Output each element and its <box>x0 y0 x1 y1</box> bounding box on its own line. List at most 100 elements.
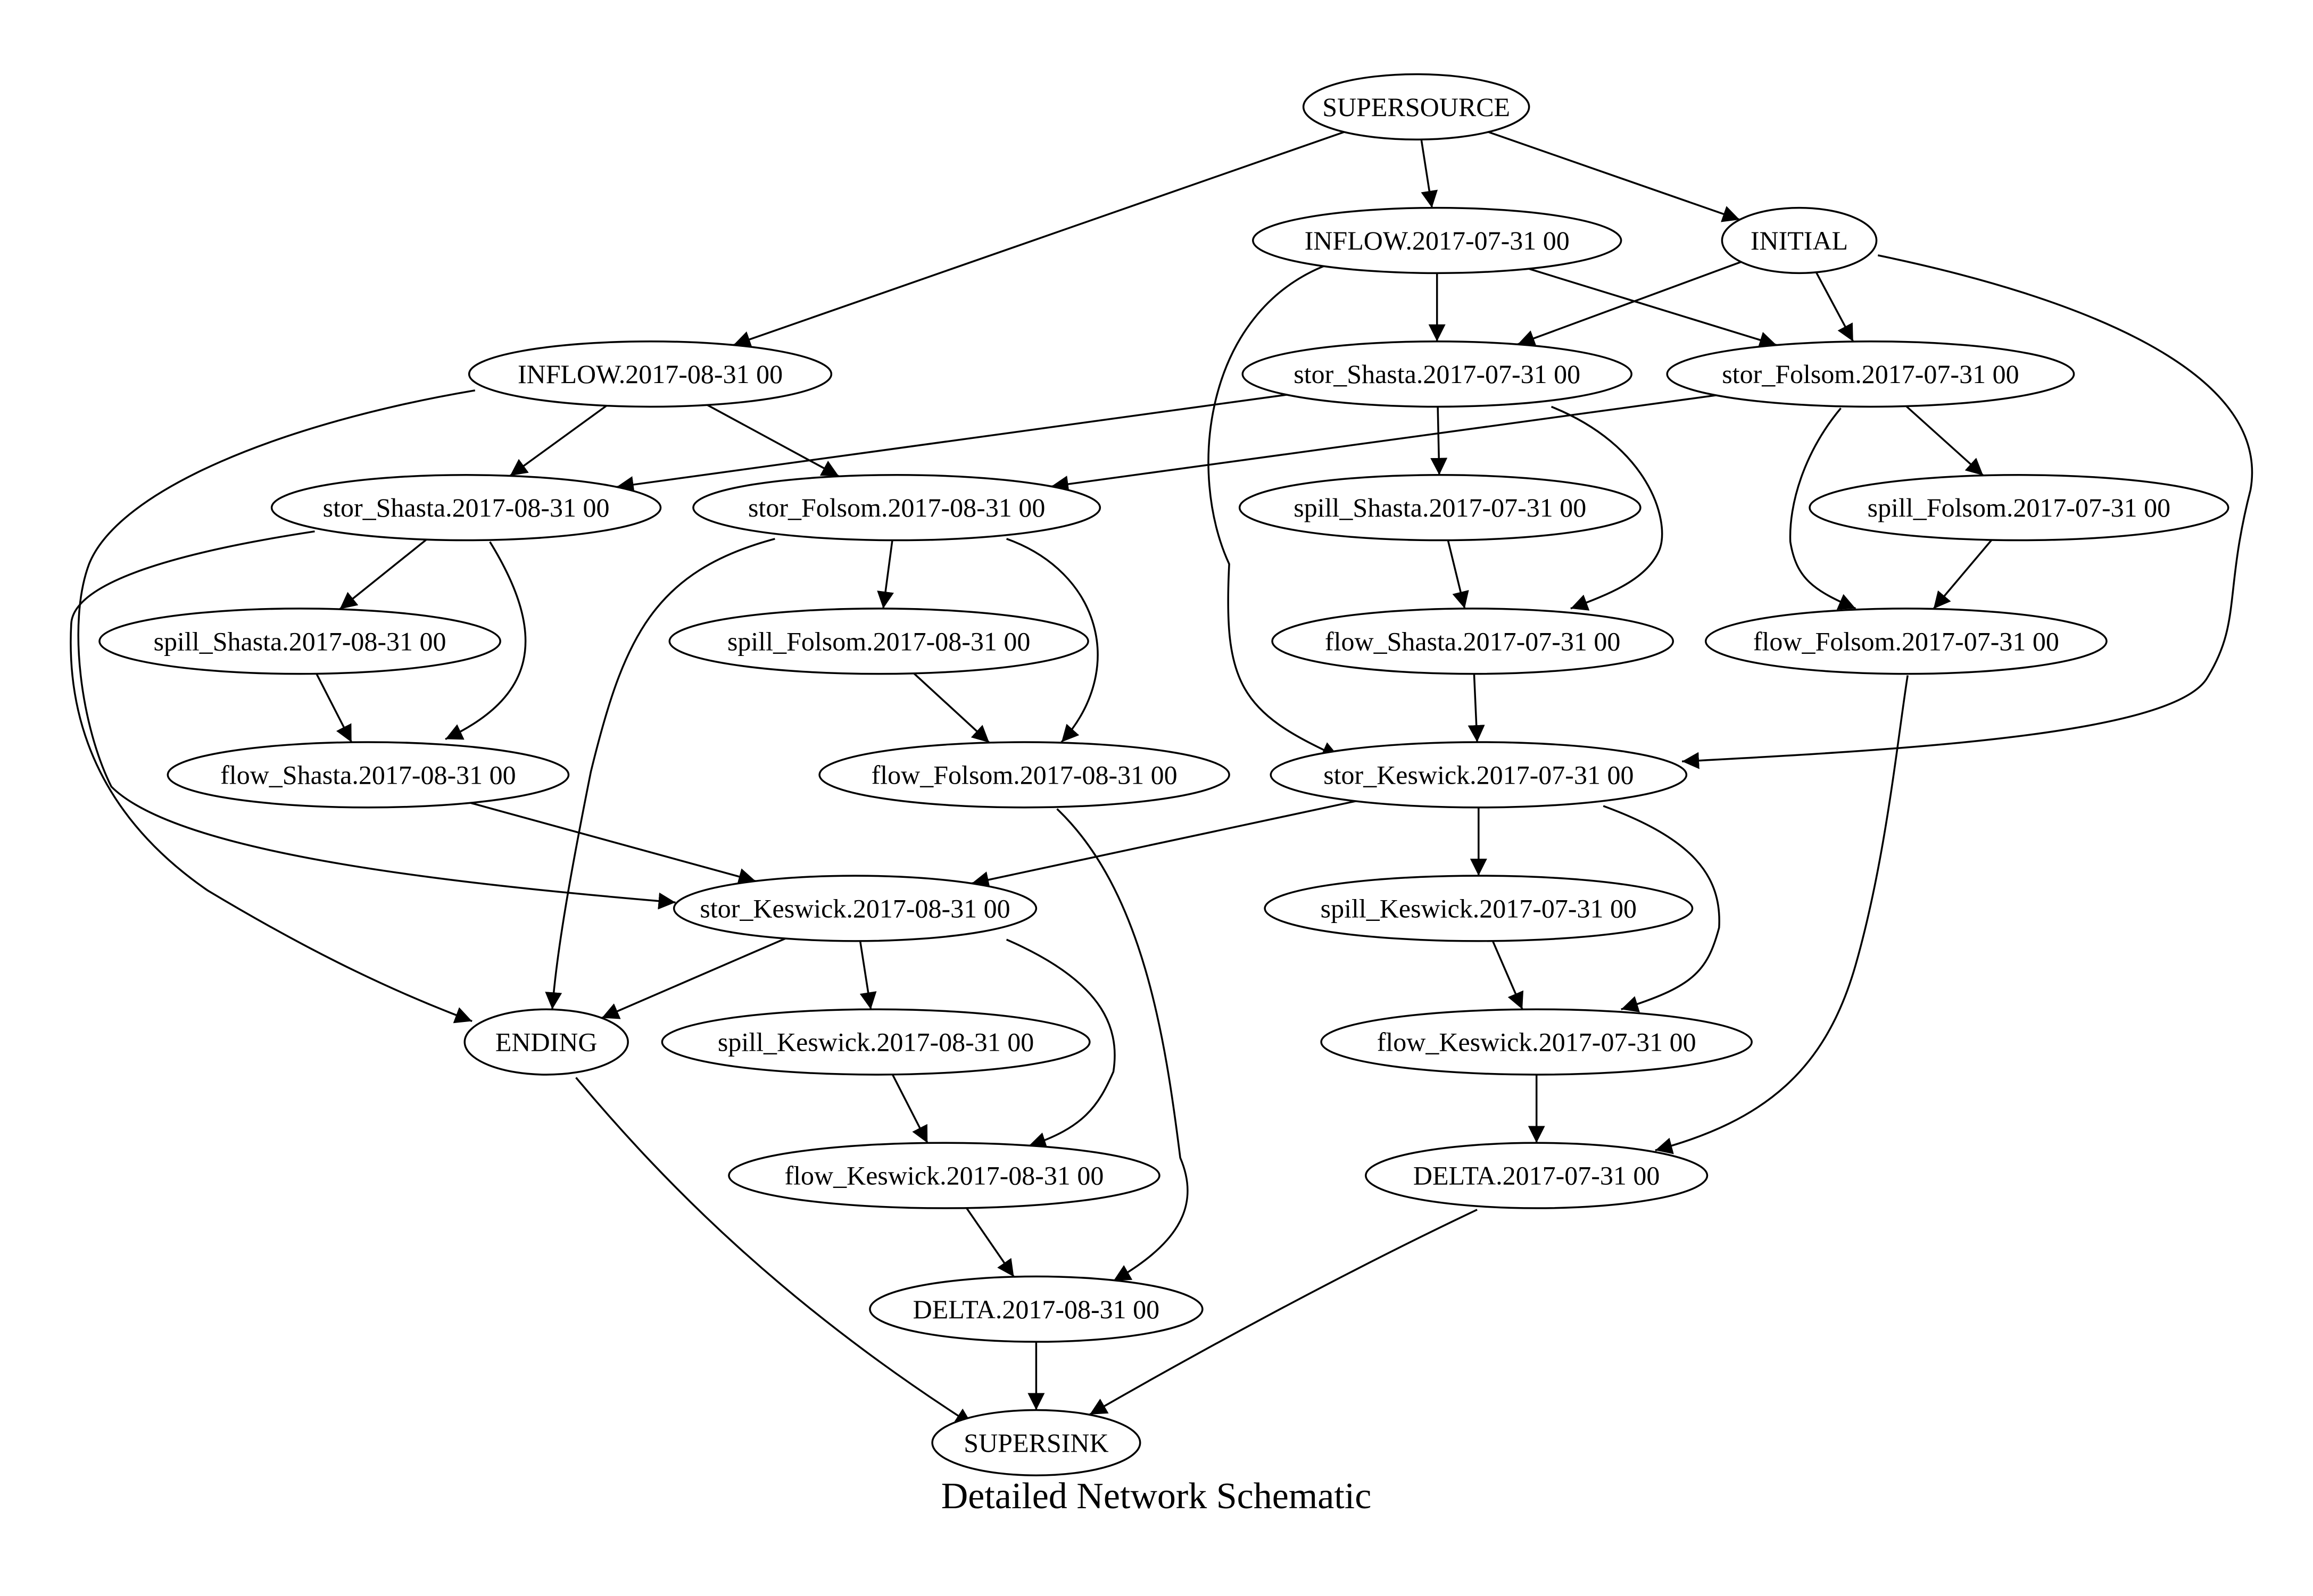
edge-inflow-07-to-stor-folsom-07 <box>1528 268 1777 348</box>
edge-supersource-to-inflow-08 <box>733 131 1345 348</box>
edge <box>1468 674 1485 743</box>
edge-spill-folsom-07-to-flow-folsom-07 <box>1933 539 1993 610</box>
node-spill-keswick-08: spill_Keswick.2017-08-31 00 <box>661 1008 1091 1076</box>
node-shape <box>463 1008 629 1076</box>
edge <box>1420 139 1438 208</box>
node-shape <box>1320 1008 1753 1076</box>
node-label: spill_Keswick.2017-08-31 00 <box>718 1027 1034 1057</box>
node-label: spill_Shasta.2017-08-31 00 <box>154 626 446 656</box>
edge-ending-to-supersink <box>575 1077 973 1426</box>
edge-stor-keswick-07-to-flow-keswick-07 <box>1603 805 1720 1012</box>
edge <box>1933 539 1993 610</box>
node-label: spill_Keswick.2017-07-31 00 <box>1321 893 1637 923</box>
edge <box>545 538 775 1010</box>
node-shape <box>468 340 833 408</box>
edge-spill-shasta-08-to-flow-shasta-08 <box>316 673 353 743</box>
node-label: flow_Shasta.2017-08-31 00 <box>220 760 516 789</box>
node-shape <box>1238 474 1642 542</box>
edge-spill-shasta-07-to-flow-shasta-07 <box>1447 540 1469 609</box>
edge <box>1056 808 1189 1282</box>
node-supersink: SUPERSINK <box>931 1409 1141 1477</box>
node-shape <box>1270 741 1688 809</box>
edge <box>1488 131 1740 222</box>
node-shape <box>1365 1142 1709 1209</box>
node-label: stor_Keswick.2017-07-31 00 <box>1323 760 1634 789</box>
edge <box>971 800 1356 888</box>
node-label: ENDING <box>495 1027 598 1057</box>
edge <box>733 131 1345 348</box>
node-delta-07: DELTA.2017-07-31 00 <box>1365 1142 1709 1209</box>
edge-flow-folsom-07-to-delta-07 <box>1655 675 1909 1154</box>
edge <box>1006 938 1116 1149</box>
node-shape <box>668 608 1089 675</box>
diagram-title: Detailed Network Schematic <box>941 1476 1372 1517</box>
node-label: flow_Folsom.2017-07-31 00 <box>1753 626 2059 656</box>
edge-stor-shasta-07-to-spill-shasta-07 <box>1430 406 1448 475</box>
edge <box>707 404 840 477</box>
node-label: flow_Folsom.2017-08-31 00 <box>872 760 1178 789</box>
node-label: DELTA.2017-07-31 00 <box>1413 1161 1660 1191</box>
edge-flow-shasta-08-to-stor-keswick-08 <box>470 802 756 885</box>
edge-spill-keswick-07-to-flow-keswick-07 <box>1491 941 1524 1010</box>
edge <box>70 530 472 1024</box>
node-inflow-08: INFLOW.2017-08-31 00 <box>468 340 833 408</box>
node-shape <box>1252 206 1622 275</box>
node-label: DELTA.2017-08-31 00 <box>913 1294 1160 1324</box>
node-shape <box>1666 340 2075 408</box>
node-flow-folsom-08: flow_Folsom.2017-08-31 00 <box>818 741 1230 809</box>
node-ending: ENDING <box>463 1008 629 1076</box>
node-shape <box>869 1275 1204 1343</box>
node-shape <box>1809 474 2229 542</box>
edge <box>1682 254 2253 769</box>
edge <box>601 937 786 1019</box>
node-label: stor_Keswick.2017-08-31 00 <box>700 893 1010 923</box>
node-shape <box>673 875 1038 942</box>
edge-initial-to-stor-shasta-07 <box>1517 261 1742 347</box>
edge <box>77 389 676 910</box>
node-label: stor_Folsom.2017-08-31 00 <box>748 493 1045 522</box>
edge-stor-shasta-08-to-ending <box>70 530 472 1024</box>
node-label: INFLOW.2017-07-31 00 <box>1305 226 1570 255</box>
edge <box>1430 406 1448 475</box>
edge <box>1603 805 1720 1012</box>
edge-stor-shasta-07-to-stor-shasta-08 <box>616 394 1287 493</box>
node-shape <box>1302 73 1530 141</box>
edge <box>316 673 353 743</box>
edge-stor-keswick-08-to-spill-keswick-08 <box>859 941 877 1010</box>
edge-stor-folsom-08-to-ending <box>545 538 775 1010</box>
edge-spill-folsom-08-to-flow-folsom-08 <box>913 672 990 744</box>
node-label: spill_Folsom.2017-08-31 00 <box>727 626 1030 656</box>
edge <box>445 541 527 740</box>
edge-supersource-to-initial <box>1488 131 1740 222</box>
edge-stor-keswick-07-to-stor-keswick-08 <box>971 800 1356 888</box>
node-label: spill_Folsom.2017-07-31 00 <box>1868 493 2170 522</box>
edge-initial-to-stor-folsom-07 <box>1815 272 1854 342</box>
edge <box>470 802 756 885</box>
edge-stor-keswick-08-to-flow-keswick-08 <box>1006 938 1116 1149</box>
edge-delta-07-to-supersink <box>1089 1209 1478 1416</box>
node-spill-folsom-07: spill_Folsom.2017-07-31 00 <box>1809 474 2229 542</box>
node-flow-folsom-07: flow_Folsom.2017-07-31 00 <box>1704 608 2108 675</box>
node-shape <box>270 474 662 542</box>
edge <box>1517 261 1742 347</box>
edge-stor-shasta-08-to-flow-shasta-08 <box>445 541 527 740</box>
node-label: SUPERSOURCE <box>1322 92 1510 122</box>
edge <box>913 672 990 744</box>
node-shape <box>1704 608 2108 675</box>
node-label: stor_Shasta.2017-08-31 00 <box>323 493 610 522</box>
node-shape <box>661 1008 1091 1076</box>
node-spill-keswick-07: spill_Keswick.2017-07-31 00 <box>1264 875 1694 942</box>
edge <box>1006 538 1099 743</box>
edge <box>575 1077 973 1426</box>
edge <box>616 394 1287 493</box>
edge-stor-folsom-08-to-spill-folsom-08 <box>877 540 894 609</box>
node-label: spill_Shasta.2017-07-31 00 <box>1294 493 1586 522</box>
node-delta-08: DELTA.2017-08-31 00 <box>869 1275 1204 1343</box>
node-stor-keswick-07: stor_Keswick.2017-07-31 00 <box>1270 741 1688 809</box>
node-label: flow_Keswick.2017-07-31 00 <box>1377 1027 1696 1057</box>
edge-stor-shasta-08-to-spill-shasta-08 <box>339 538 427 610</box>
node-flow-shasta-07: flow_Shasta.2017-07-31 00 <box>1271 608 1674 675</box>
edges-layer <box>70 131 2253 1426</box>
edge <box>877 540 894 609</box>
